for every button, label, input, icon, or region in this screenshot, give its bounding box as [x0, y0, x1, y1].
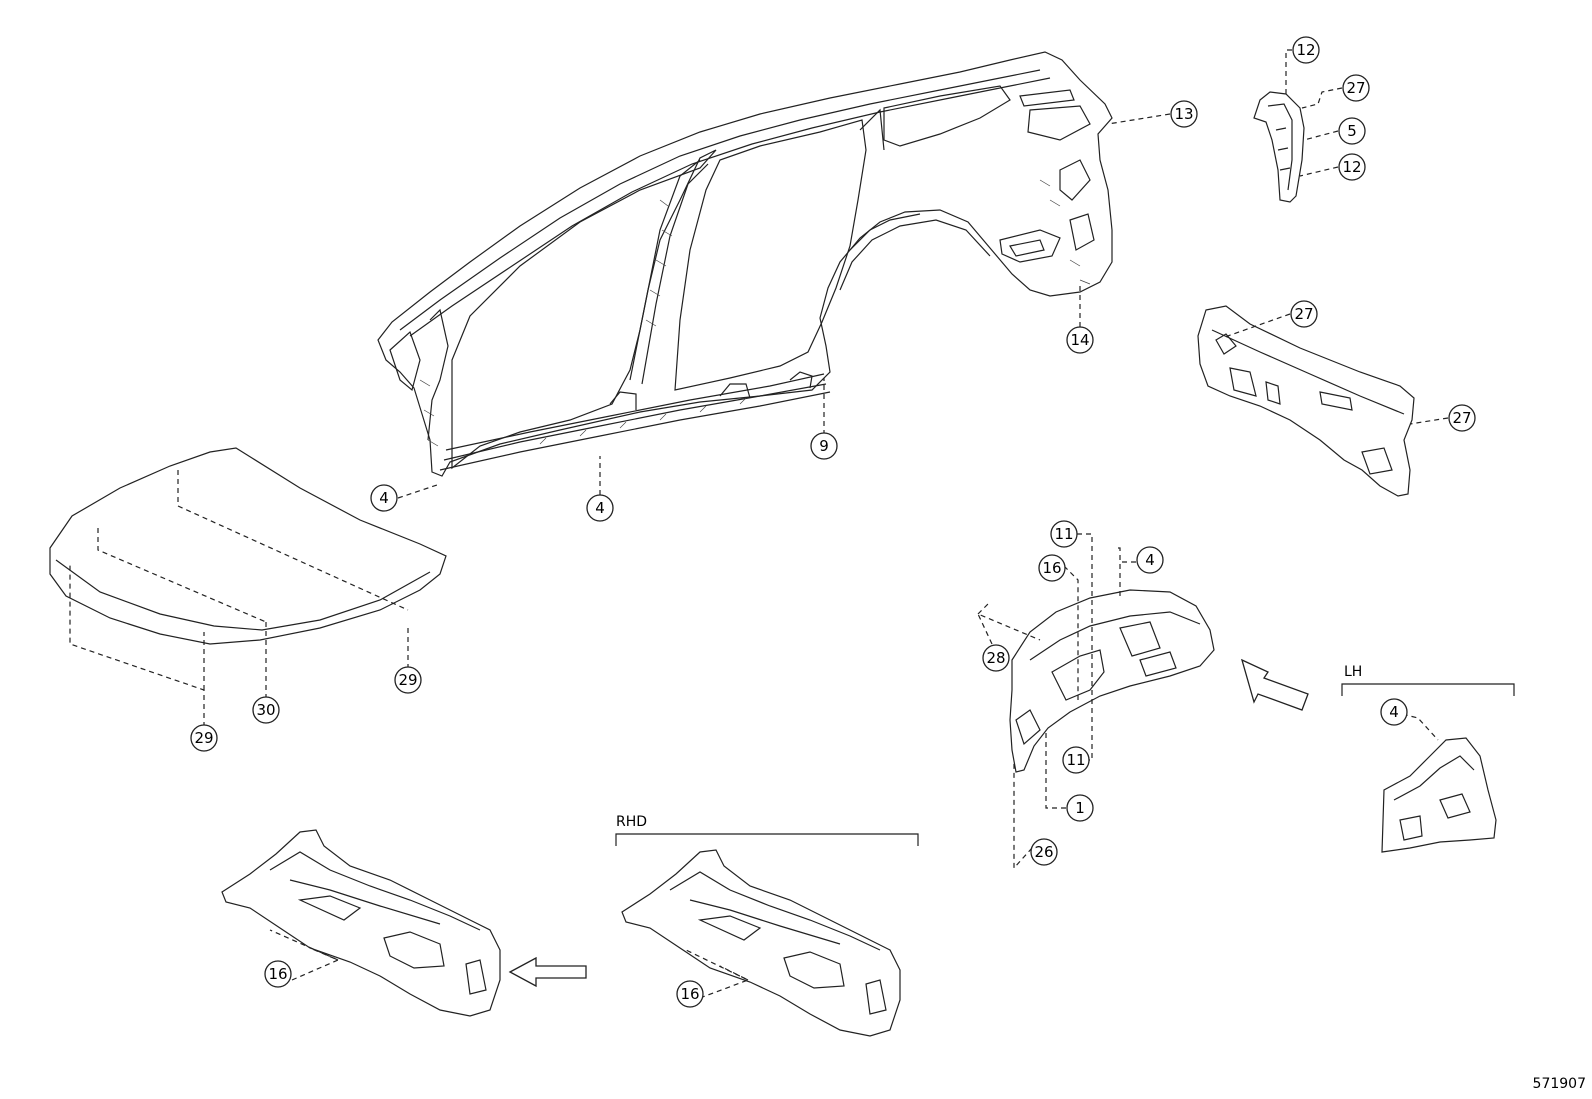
- hood-panel: [50, 448, 446, 644]
- callout-28: 28: [982, 644, 1010, 672]
- callout-29-right: 29: [394, 666, 422, 694]
- rhd-bracket: [615, 833, 919, 846]
- callout-30: 30: [252, 696, 280, 724]
- front-apron-wheelhouse: [1010, 590, 1214, 772]
- leader-lines: [69, 49, 1449, 999]
- callout-14: 14: [1066, 326, 1094, 354]
- callout-label: 16: [680, 985, 699, 1003]
- lh-bracket: [1341, 683, 1515, 696]
- rear-pillar-reinforcement: [1254, 92, 1304, 202]
- callout-4-front: 4: [370, 484, 398, 512]
- callout-label: 16: [268, 965, 287, 983]
- callout-label: 30: [256, 701, 275, 719]
- body-side-hatch-details: [419, 179, 1091, 447]
- callout-label: 1: [1075, 799, 1085, 817]
- rhd-direction-arrow: [508, 956, 587, 988]
- callout-label: 11: [1066, 751, 1085, 769]
- callout-label: 14: [1070, 331, 1089, 349]
- rhd-label: RHD: [616, 814, 647, 830]
- callout-27-top: 27: [1342, 74, 1370, 102]
- callout-12-bottom: 12: [1338, 153, 1366, 181]
- back-panel: [1198, 306, 1414, 496]
- callout-16-apron: 16: [1038, 554, 1066, 582]
- lh-label: LH: [1344, 664, 1362, 680]
- callout-9: 9: [810, 432, 838, 460]
- callout-12-top: 12: [1292, 36, 1320, 64]
- cowl-panel: [222, 830, 500, 1016]
- callout-1: 1: [1066, 794, 1094, 822]
- callout-16-cowl-left: 16: [264, 960, 292, 988]
- callout-label: 29: [194, 729, 213, 747]
- callout-label: 27: [1452, 409, 1471, 427]
- callout-label: 16: [1042, 559, 1061, 577]
- callout-11-top: 11: [1050, 520, 1078, 548]
- callout-label: 29: [398, 671, 417, 689]
- callout-label: 11: [1054, 525, 1073, 543]
- callout-4-rocker: 4: [586, 494, 614, 522]
- callout-label: 13: [1174, 105, 1193, 123]
- callout-11-bottom: 11: [1062, 746, 1090, 774]
- callout-label: 12: [1296, 41, 1315, 59]
- callout-label: 26: [1034, 843, 1053, 861]
- callout-label: 27: [1294, 305, 1313, 323]
- callout-label: 4: [1145, 551, 1155, 569]
- callout-label: 4: [379, 489, 389, 507]
- lh-direction-arrow: [1240, 658, 1309, 711]
- callout-16-cowl-rhd: 16: [676, 980, 704, 1008]
- callout-label: 12: [1342, 158, 1361, 176]
- cowl-panel-rhd: [622, 850, 900, 1036]
- callout-4-lh: 4: [1380, 698, 1408, 726]
- callout-label: 4: [595, 499, 605, 517]
- callout-27-rear-top: 27: [1290, 300, 1318, 328]
- callout-13: 13: [1170, 100, 1198, 128]
- lh-apron-detail: [1382, 738, 1496, 852]
- callout-4-apron: 4: [1136, 546, 1164, 574]
- diagram-id: 571907: [1533, 1076, 1586, 1092]
- callout-label: 9: [819, 437, 829, 455]
- callout-5: 5: [1338, 117, 1366, 145]
- callout-label: 4: [1389, 703, 1399, 721]
- callout-27-rear-side: 27: [1448, 404, 1476, 432]
- callout-label: 27: [1346, 79, 1365, 97]
- callout-label: 28: [986, 649, 1005, 667]
- callout-26: 26: [1030, 838, 1058, 866]
- body-side-outer-panel: [378, 52, 1112, 476]
- callout-29-left: 29: [190, 724, 218, 752]
- callout-label: 5: [1347, 122, 1357, 140]
